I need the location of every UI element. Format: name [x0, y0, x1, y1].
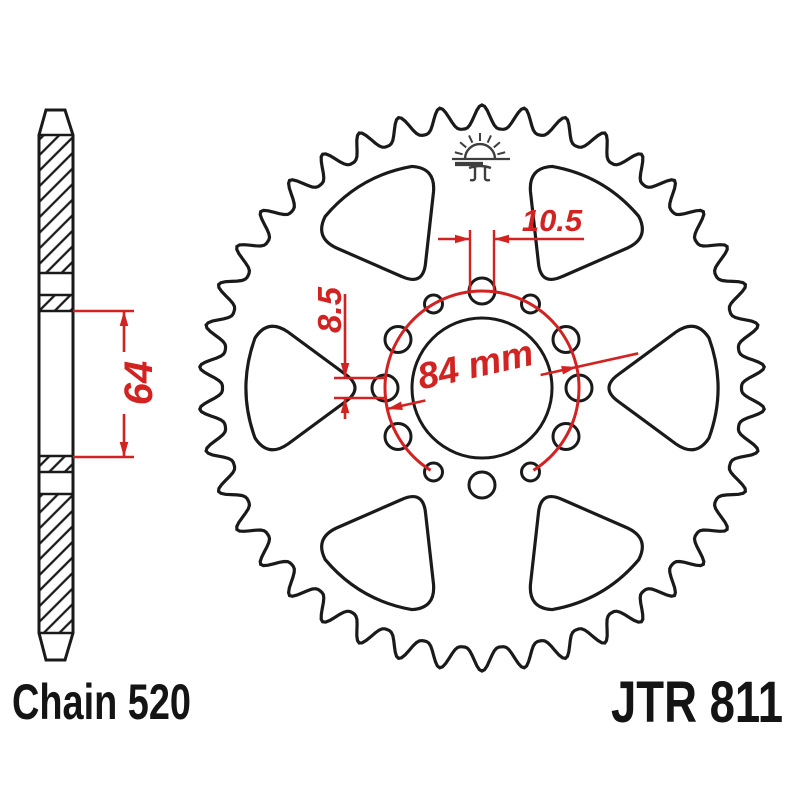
- lightening-cutout: [528, 495, 644, 612]
- dimension-arrowhead: [455, 234, 470, 244]
- dimension-hub-width-label: 64: [117, 361, 161, 406]
- hub-bore: [410, 316, 554, 460]
- section-hatch: [39, 135, 73, 273]
- lightening-cutout: [244, 324, 357, 452]
- bolt-hole-large: [467, 470, 497, 500]
- jt-sun-ray-icon: [454, 151, 463, 156]
- section-hatch: [39, 295, 73, 311]
- dimension-large-hole-label: 10.5: [522, 203, 583, 238]
- model-number-label: JTR 811: [611, 670, 783, 735]
- dimension-small-hole-label: 8.5: [311, 286, 348, 333]
- lightening-cutout: [607, 324, 720, 452]
- sprocket-geometry: [37, 103, 767, 673]
- section-hatch: [39, 494, 73, 633]
- jt-sun-ray-icon: [459, 141, 467, 149]
- section-hatch: [39, 456, 73, 472]
- dimension-arrowhead: [494, 234, 509, 244]
- jt-sun-ray-icon: [493, 141, 501, 149]
- side-view-outline: [37, 108, 75, 662]
- dimension-arrowhead: [340, 398, 350, 413]
- jt-sun-icon: [463, 142, 497, 160]
- lightening-cutout: [320, 164, 436, 281]
- dimension-arrowhead: [561, 366, 577, 375]
- lightening-cutout: [528, 164, 644, 281]
- jt-sun-ray-icon: [468, 135, 474, 144]
- lightening-cutout: [320, 495, 436, 612]
- jt-sun-ray-icon: [486, 135, 492, 144]
- rivet-hole-small: [423, 461, 444, 483]
- dimension-arrowhead: [119, 311, 129, 326]
- dimension-arrowhead: [387, 401, 403, 410]
- chain-size-label: Chain 520: [12, 674, 191, 730]
- rivet-hole-small: [520, 461, 541, 483]
- dimension-line: [540, 352, 639, 377]
- jt-pi-mark-icon: [468, 164, 492, 182]
- jt-sun-ray-icon: [497, 151, 506, 156]
- dimension-arrowhead: [119, 442, 129, 457]
- dimension-arrowhead: [340, 363, 350, 378]
